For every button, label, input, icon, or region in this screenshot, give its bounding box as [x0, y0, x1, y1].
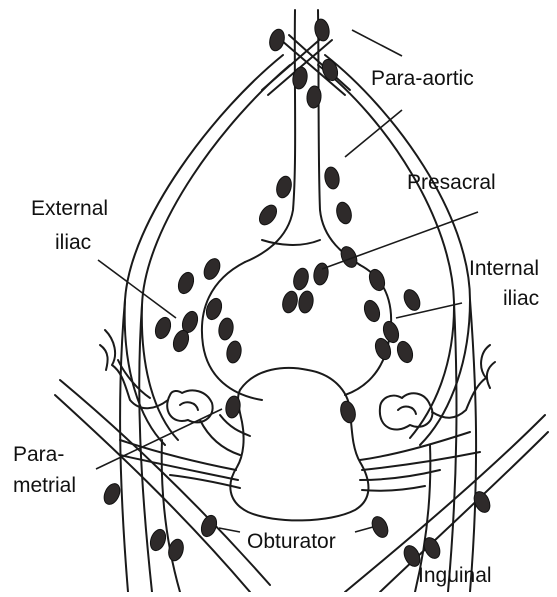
node: [199, 513, 220, 538]
node: [338, 400, 357, 425]
label-para-aortic: Para-aortic: [371, 66, 474, 92]
node: [267, 28, 286, 53]
lymph-nodes: [101, 18, 493, 569]
node: [224, 395, 242, 419]
node: [274, 175, 293, 200]
node: [225, 340, 243, 364]
node: [280, 290, 299, 315]
label-parametrial-line2: metrial: [13, 473, 76, 499]
node: [201, 256, 223, 282]
node: [323, 166, 341, 190]
node: [217, 317, 235, 341]
node: [291, 267, 310, 292]
node: [312, 262, 330, 286]
node: [334, 201, 353, 226]
node: [176, 270, 197, 295]
label-external-iliac-line1: External: [31, 196, 108, 222]
node: [395, 339, 416, 364]
leader-para-aortic-top: [352, 30, 402, 56]
node: [101, 481, 123, 507]
label-internal-iliac-line1: Internal: [469, 256, 539, 282]
leader-external-iliac: [98, 260, 176, 318]
label-presacral: Presacral: [407, 170, 496, 196]
node: [256, 202, 280, 228]
node: [313, 18, 331, 42]
leader-para-aortic: [345, 110, 402, 157]
label-external-iliac-line2: iliac: [55, 230, 91, 256]
label-parametrial-line1: Para-: [13, 442, 64, 468]
node: [362, 298, 383, 323]
leader-internal-iliac: [396, 303, 462, 318]
node: [148, 527, 169, 552]
leader-lines: [96, 30, 478, 532]
node: [401, 287, 423, 313]
node: [153, 315, 174, 340]
leader-parametrial: [96, 409, 222, 469]
label-internal-iliac-line2: iliac: [503, 286, 539, 312]
label-inguinal: Inguinal: [418, 563, 492, 589]
node: [297, 290, 315, 314]
label-obturator: Obturator: [247, 529, 336, 555]
leader-obturator-right: [355, 527, 373, 532]
node: [291, 66, 309, 90]
